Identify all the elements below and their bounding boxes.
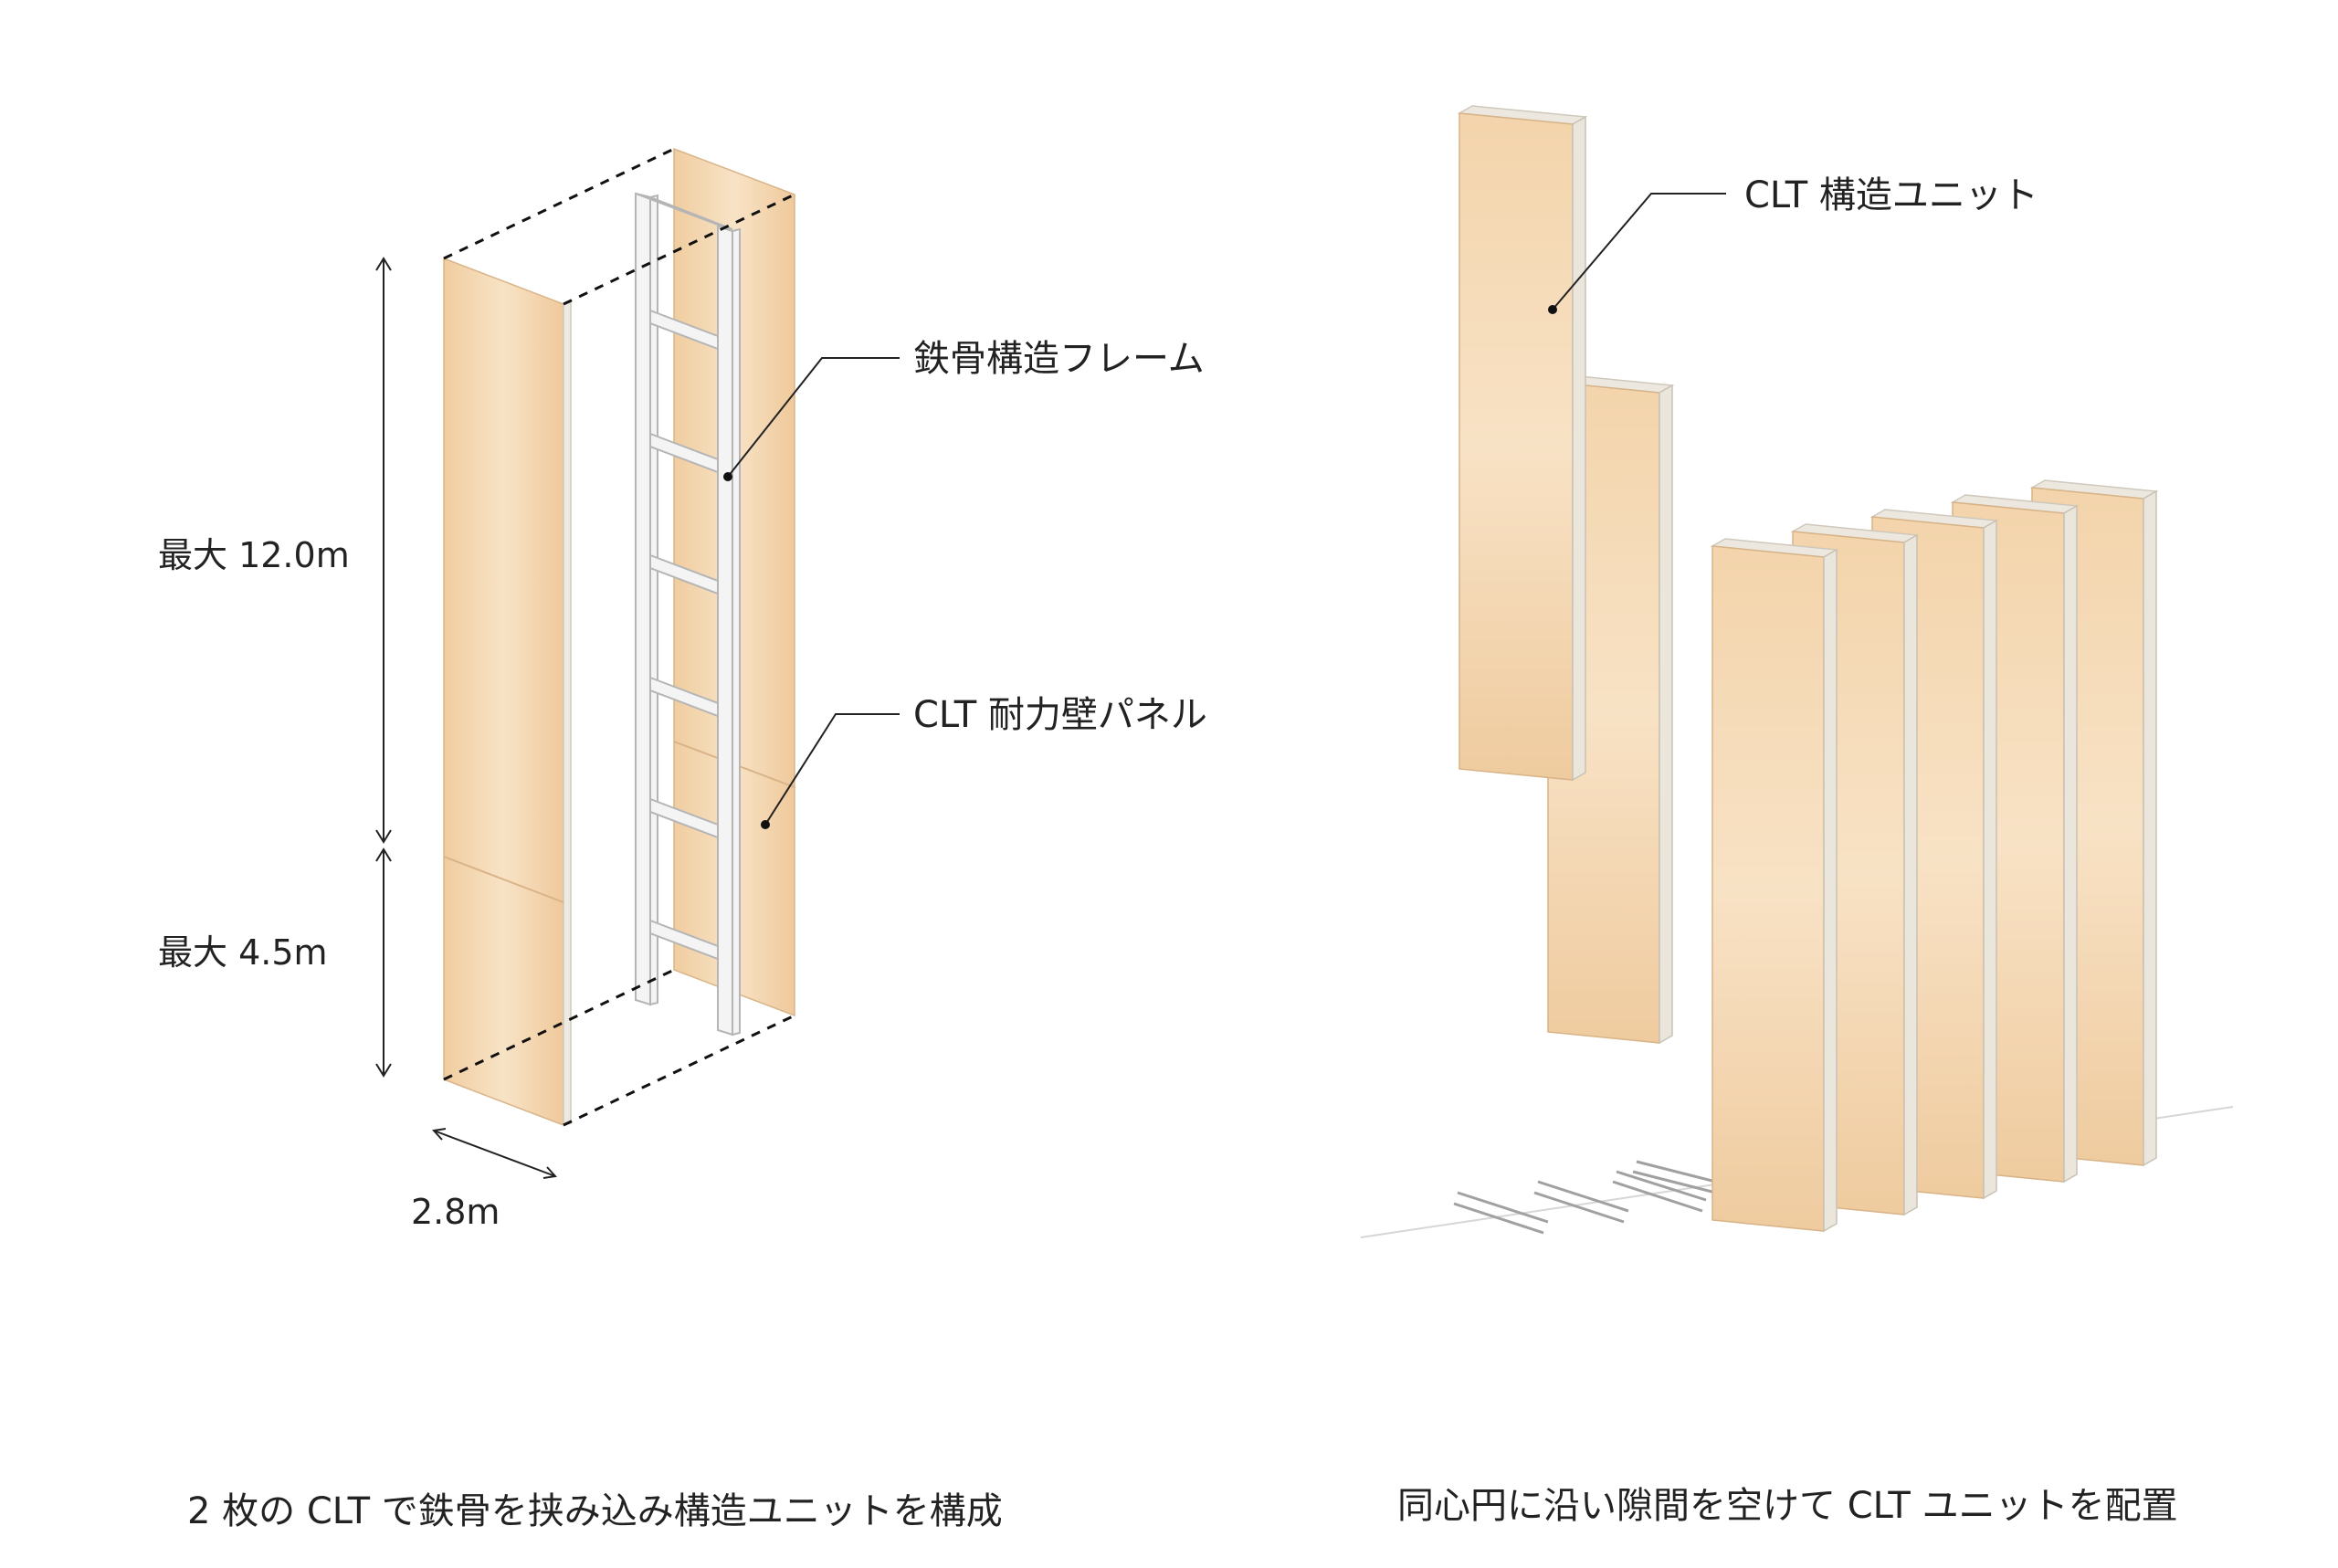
right-caption: 同心円に沿い隙間を空けて CLT ユニットを配置 — [1397, 1485, 2178, 1527]
callout-dot-unit — [1548, 305, 1557, 314]
clt-unit-7 — [1457, 105, 1588, 782]
steel-frame — [635, 192, 741, 1037]
dimension-lower-label: 最大 4.5m — [158, 932, 328, 973]
callout-clt-wall-panel: CLT 耐力壁パネル — [913, 694, 1207, 736]
dimension-upper-label: 最大 12.0m — [158, 535, 350, 575]
callout-leader-right — [1552, 193, 1726, 310]
callout-clt-unit: CLT 構造ユニット — [1744, 174, 2038, 216]
callout-steel-frame: 鉄骨構造フレーム — [913, 338, 1205, 380]
clt-front-panel — [443, 257, 572, 1127]
right-diagram: CLT 構造ユニット 同心円に沿い隙間を空けて CLT ユニットを配置 — [1360, 105, 2234, 1527]
foundation-plates — [1453, 1160, 1753, 1235]
dimension-width — [432, 1128, 557, 1179]
dashed-envelope — [443, 147, 795, 1127]
dimension-lower — [375, 847, 392, 1078]
callout-leaders-left — [727, 357, 900, 826]
clt-units — [1457, 105, 2159, 1233]
callout-dot-clt — [761, 820, 770, 829]
clt-unit-5 — [1710, 538, 1839, 1233]
left-diagram: 鉄骨構造フレーム CLT 耐力壁パネル 最大 12.0m 最大 4.5m 2.8… — [158, 147, 1207, 1532]
left-caption: 2 枚の CLT で鉄骨を挟み込み構造ユニットを構成 — [187, 1490, 1003, 1532]
dimension-upper — [375, 257, 392, 844]
callout-dot-steel — [723, 472, 732, 481]
dimension-width-label: 2.8m — [411, 1192, 500, 1232]
